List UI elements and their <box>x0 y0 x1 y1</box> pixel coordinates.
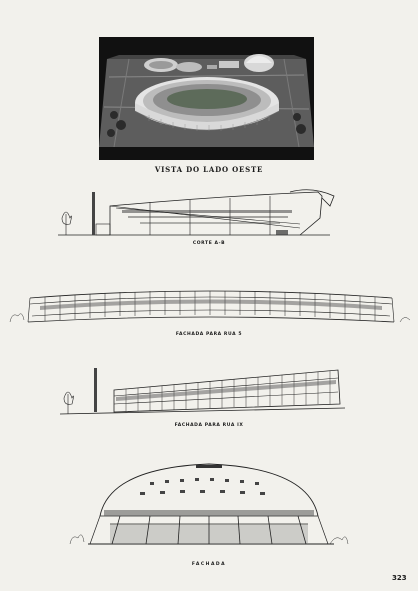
dome-facade-drawing <box>69 463 349 545</box>
section-drawing <box>58 189 335 236</box>
stadium-model-image <box>99 37 314 160</box>
page-number: 323 <box>392 574 407 582</box>
facade-drawing-rua-ix <box>59 368 346 415</box>
facade-drawing-rua-5 <box>9 290 411 323</box>
photo-caption: VISTA DO LADO OESTE <box>154 165 264 174</box>
section-caption: CORTE A-B <box>192 241 226 246</box>
facade-caption-rua-ix: FACHADA PARA RUA IX <box>174 423 244 428</box>
stadium-model-photo <box>99 37 314 160</box>
dome-facade-caption: FACHADA <box>191 562 227 567</box>
facade-caption-rua-5: FACHADA PARA RUA 5 <box>175 332 243 337</box>
